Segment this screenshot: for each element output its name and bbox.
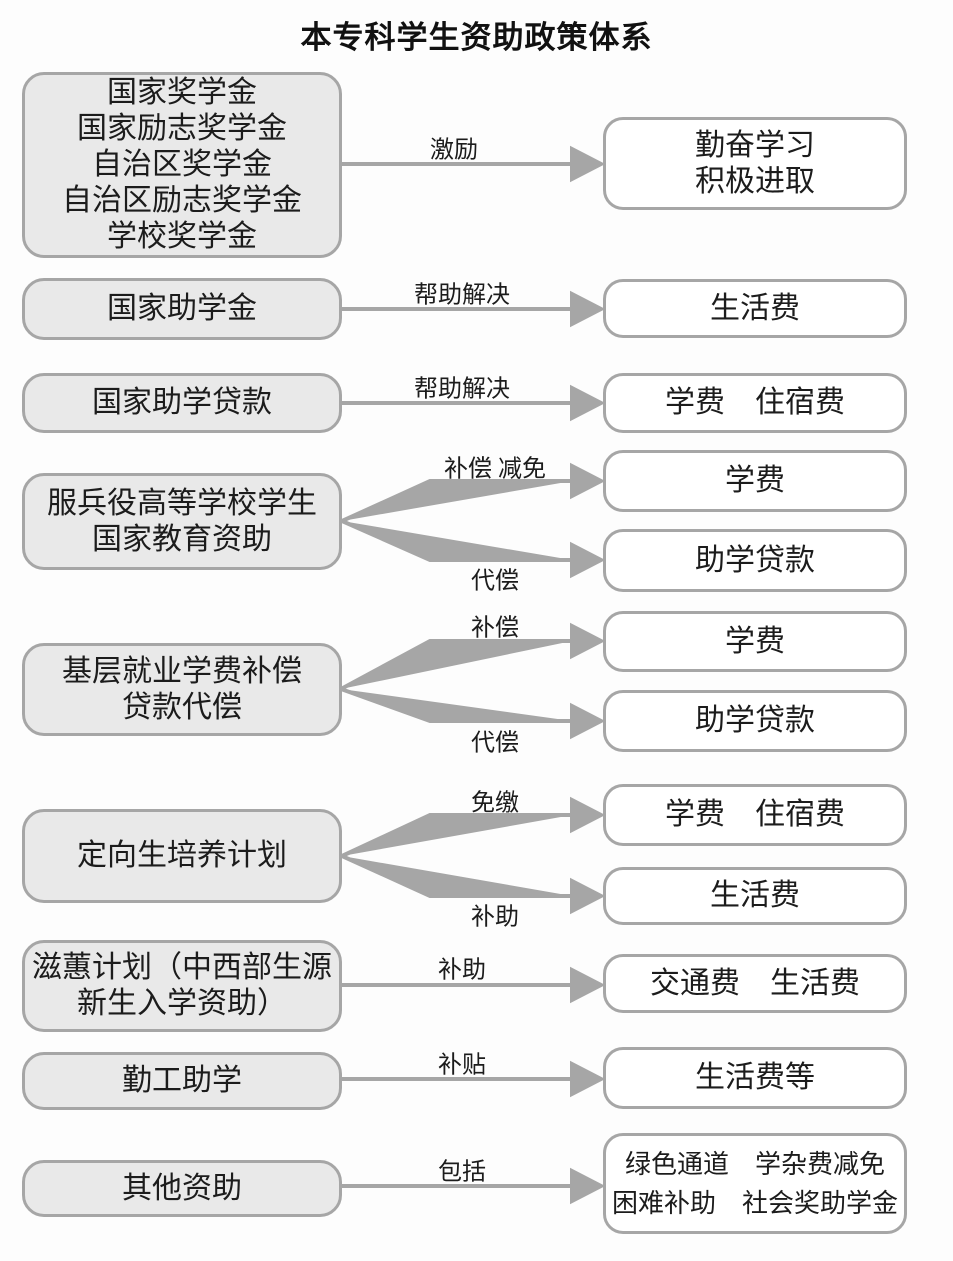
source-box-military-service: 服兵役高等学校学生 国家教育资助	[22, 473, 342, 570]
edge-label-include: 包括	[438, 1159, 486, 1186]
target-box-living-costs: 生活费	[603, 279, 907, 338]
arrow-head-icon	[570, 622, 606, 660]
arrow-line-row5-upper	[340, 639, 572, 691]
target-box-tuition-board-2: 学费 住宿费	[603, 784, 907, 846]
arrow-head-icon	[570, 702, 606, 740]
arrow-head-icon	[570, 462, 606, 500]
edge-label-exempt: 免缴	[471, 790, 519, 817]
source-box-other-aid: 其他资助	[22, 1160, 342, 1217]
target-box-loan-2: 助学贷款	[603, 690, 907, 752]
edge-label-comp-reduce: 补偿 减免	[444, 456, 546, 483]
edge-label-repay2: 代偿	[471, 730, 519, 757]
edge-label-help-solve2: 帮助解决	[414, 376, 510, 403]
edge-label-help-solve1: 帮助解决	[414, 282, 510, 309]
arrow-line-row6-upper	[341, 813, 572, 858]
edge-label-repay1: 代偿	[471, 568, 519, 595]
arrow-head-icon	[570, 877, 606, 915]
edge-label-subsidy2: 补助	[438, 957, 486, 984]
target-box-living-costs-2: 生活费	[603, 867, 907, 925]
target-box-living-etc: 生活费等	[603, 1047, 907, 1109]
arrow-head-icon	[570, 796, 606, 834]
source-box-state-grant: 国家助学金	[22, 278, 342, 340]
target-box-transport: 交通费 生活费	[603, 954, 907, 1013]
target-box-tuition-1: 学费	[603, 450, 907, 512]
edge-label-subsidy1: 补助	[471, 904, 519, 931]
target-box-tuition-2: 学费	[603, 611, 907, 672]
target-box-tuition-board: 学费 住宿费	[603, 373, 907, 433]
source-box-zihui-plan: 滋蕙计划（中西部生源 新生入学资助）	[22, 940, 342, 1032]
source-box-directed-training: 定向生培养计划	[22, 809, 342, 903]
arrow-head-icon	[570, 290, 606, 328]
target-box-loan-1: 助学贷款	[603, 529, 907, 592]
arrow-line-row6-lower	[341, 854, 572, 898]
arrow-line-row5-lower	[340, 687, 572, 723]
source-box-scholarships: 国家奖学金 国家励志奖学金 自治区奖学金 自治区励志奖学金 学校奖学金	[22, 72, 342, 258]
target-box-study-hard: 勤奋学习 积极进取	[603, 117, 907, 210]
arrow-line-row4-lower	[341, 519, 572, 562]
source-box-state-loan: 国家助学贷款	[22, 373, 342, 433]
arrow-line-row4-upper	[341, 479, 572, 523]
source-box-work-study: 勤工助学	[22, 1052, 342, 1110]
arrow-head-icon	[570, 1167, 606, 1205]
source-box-grassroots-jobs: 基层就业学费补偿 贷款代偿	[22, 643, 342, 736]
arrow-head-icon	[570, 966, 606, 1004]
page-title: 本专科学生资助政策体系	[300, 20, 653, 55]
arrow-head-icon	[570, 1060, 606, 1098]
arrow-head-icon	[570, 145, 606, 183]
arrow-head-icon	[570, 384, 606, 422]
edge-label-motivate: 激励	[430, 137, 478, 164]
edge-label-comp: 补偿	[471, 615, 519, 642]
arrow-head-icon	[570, 541, 606, 579]
edge-label-allowance: 补贴	[438, 1052, 486, 1079]
target-box-green-channel: 绿色通道 学杂费减免 困难补助 社会奖助学金	[603, 1133, 907, 1234]
